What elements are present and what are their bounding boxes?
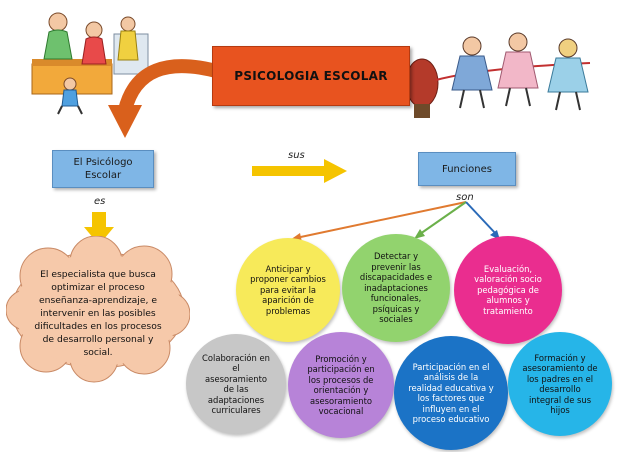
function-text: Evaluación, valoración socio pedagógica …: [474, 263, 542, 316]
function-text: Formación y asesoramiento de los padres …: [522, 352, 598, 416]
title-box: PSICOLOGIA ESCOLAR: [212, 46, 410, 106]
function-text: Colaboración en el asesoramiento de las …: [202, 352, 270, 416]
page-title: PSICOLOGIA ESCOLAR: [234, 69, 388, 83]
psychologist-illustration: [31, 12, 149, 115]
functions-node: Funciones: [418, 152, 516, 186]
definition-cloud: [6, 236, 190, 383]
function-text: Promoción y participación en los proceso…: [307, 353, 375, 417]
function-text: Participación en el análisis de la reali…: [408, 361, 494, 425]
curved-arrow-icon: [108, 59, 227, 138]
function-circle-anticipar: Anticipar y proponer cambios para evitar…: [236, 238, 340, 342]
connector-son-label: son: [456, 192, 474, 203]
function-text: Anticipar y proponer cambios para evitar…: [250, 263, 326, 316]
function-circle-promocion: Promoción y participación en los proceso…: [288, 332, 394, 438]
function-circle-colaboracion: Colaboración en el asesoramiento de las …: [186, 334, 286, 434]
connector-es-label: es: [94, 196, 106, 207]
definition-text: El especialista que busca optimizar el p…: [34, 269, 162, 358]
function-circle-evaluacion: Evaluación, valoración socio pedagógica …: [454, 236, 562, 344]
connector-sus-label: sus: [288, 150, 305, 161]
function-circle-participacion: Participación en el análisis de la reali…: [394, 336, 508, 450]
functions-node-label: Funciones: [442, 163, 492, 175]
function-circle-formacion: Formación y asesoramiento de los padres …: [508, 332, 612, 436]
function-text: Detectar y prevenir las discapacidades e…: [359, 251, 433, 325]
function-circle-detectar: Detectar y prevenir las discapacidades e…: [342, 234, 450, 342]
psychologist-node: El Psicólogo Escolar: [52, 150, 154, 188]
girls-rope-illustration: [405, 32, 591, 118]
psychologist-node-label: El Psicólogo Escolar: [73, 157, 133, 181]
arrow-right-icon: [252, 159, 347, 183]
